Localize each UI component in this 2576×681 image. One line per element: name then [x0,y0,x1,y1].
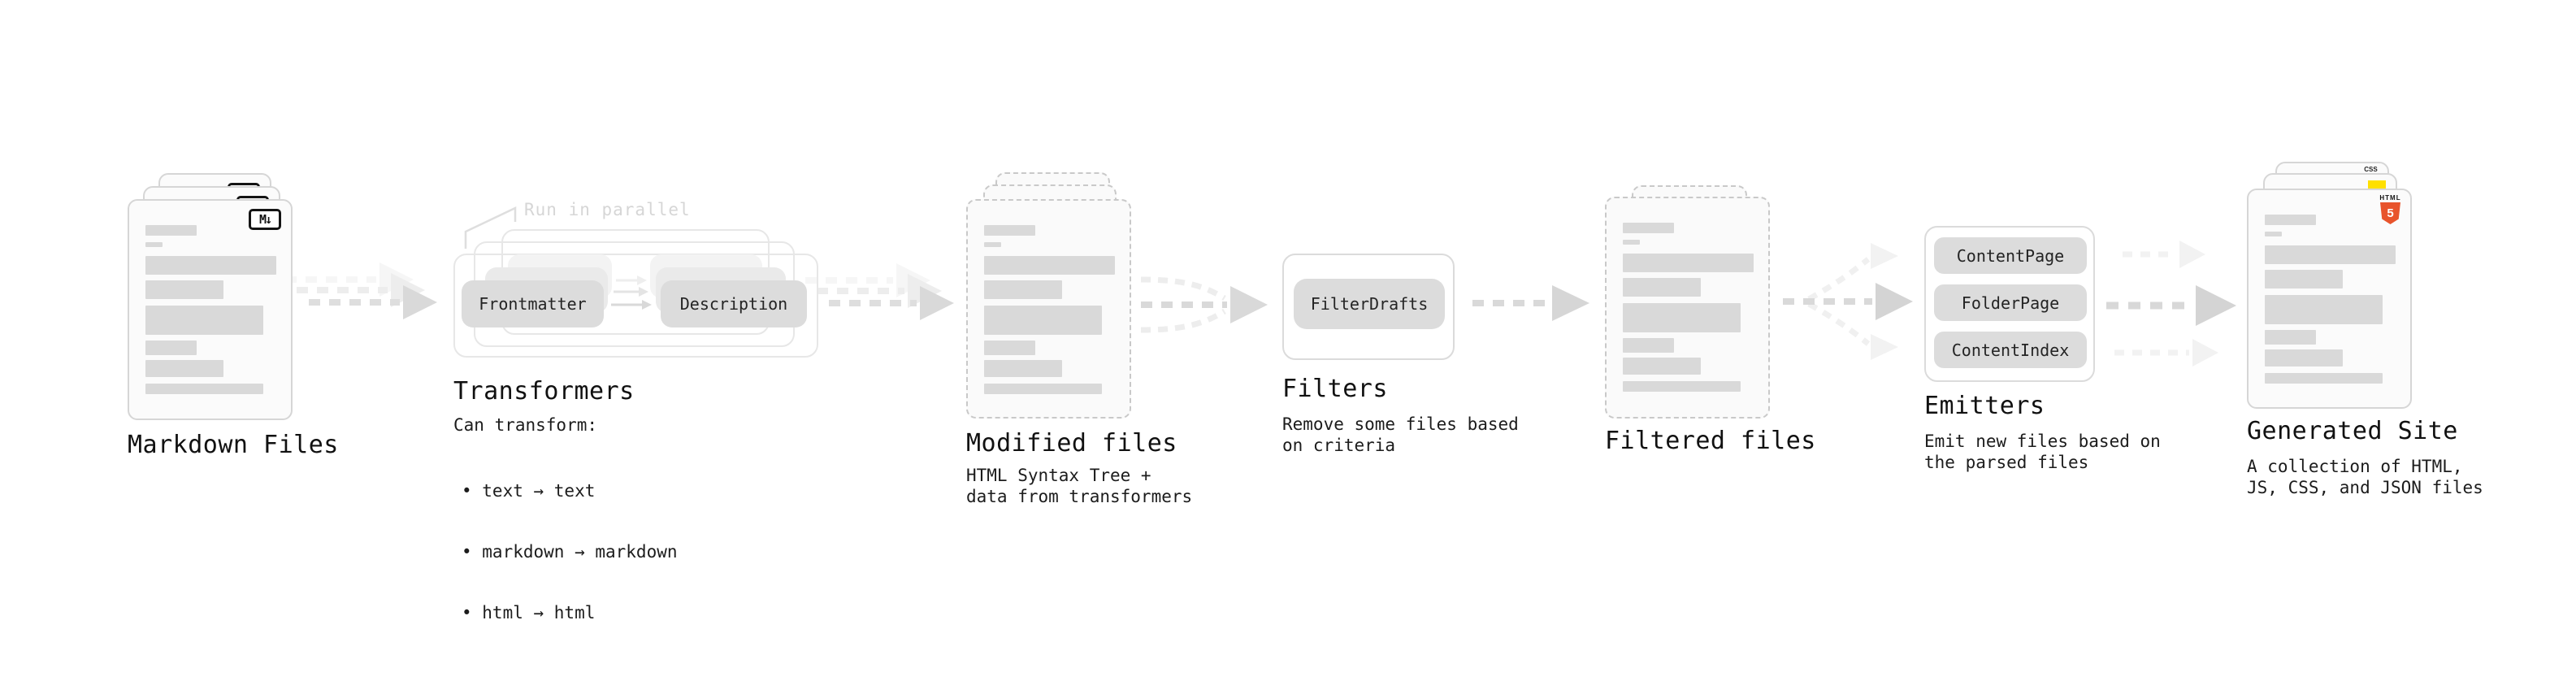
text-line-placeholder [1623,381,1741,392]
text-line-placeholder [145,280,223,299]
filtered-file-stack [1605,185,1770,419]
stage-title-filters: Filters [1282,375,1388,403]
text-line-placeholder [2265,295,2383,324]
text-line-placeholder [145,256,276,275]
modified-file-stack [966,172,1131,419]
modified-stage-label: Modified files HTML Syntax Tree + data f… [966,429,1192,507]
contentindex-pill: ContentIndex [1934,332,2087,368]
text-line-placeholder [984,306,1102,335]
stage-title-filtered: Filtered files [1605,427,1816,455]
transformers-desc-heading: Can transform: [453,415,598,435]
text-line-placeholder [1623,338,1674,353]
text-line-placeholder [1623,278,1701,297]
arrow-filters-to-filtered [1472,285,1589,321]
generated-site-stack: CSS HTML 5 [2247,162,2412,409]
generated-html-card: HTML 5 [2247,189,2412,409]
transformer-container-front [453,254,818,358]
text-line-placeholder [984,256,1115,275]
text-line-placeholder [2265,232,2282,236]
generated-stage-label: Generated Site A collection of HTML, JS,… [2247,417,2483,498]
stage-title-emitters: Emitters [1924,392,2045,420]
filters-desc: Remove some files based on criteria [1282,414,1519,455]
arrow-modified-to-filters [1140,276,1268,333]
stage-title-modified: Modified files [966,429,1177,458]
text-line-placeholder [1623,254,1754,272]
frontmatter-pill: Frontmatter [462,280,604,327]
text-line-placeholder [2265,349,2343,367]
text-line-placeholder [2265,270,2343,288]
markdown-stage-label: Markdown Files [128,431,339,460]
stage-title-transformers: Transformers [453,377,635,406]
text-line-placeholder [145,340,197,355]
markdown-icon: M↓ [249,209,281,230]
transformers-bullet: • markdown → markdown [462,542,678,562]
js-icon [2368,180,2386,189]
text-line-placeholder [145,306,263,335]
text-line-placeholder [1623,240,1640,245]
text-line-placeholder [2265,330,2316,345]
arrow-filtered-to-emitters [1783,243,1913,360]
arrow-markdown-to-transformers [285,262,437,319]
contentpage-pill: ContentPage [1934,237,2087,274]
description-pill: Description [661,280,807,327]
emitters-desc: Emit new files based on the parsed files [1924,432,2161,472]
text-line-placeholder [2265,215,2316,225]
run-in-parallel-note: Run in parallel [524,200,691,219]
modified-desc: HTML Syntax Tree + data from transformer… [966,466,1193,506]
markdown-file-stack: M↓ M↓ M↓ [128,173,293,420]
stage-title-markdown: Markdown Files [128,431,339,459]
text-line-placeholder [1623,358,1701,375]
transformers-bullet: • html → html [462,603,596,622]
emitters-stage-label: Emitters Emit new files based on the par… [1924,392,2161,473]
modified-file-card-front [966,199,1131,419]
markdown-file-card-front: M↓ [128,199,293,420]
filterdrafts-pill: FilterDrafts [1294,279,1445,329]
generated-desc: A collection of HTML, JS, CSS, and JSON … [2247,457,2483,497]
filtered-file-card-front [1605,197,1770,419]
text-line-placeholder [145,360,223,377]
text-line-placeholder [984,340,1035,355]
text-line-placeholder [1623,303,1741,332]
text-line-placeholder [2265,373,2383,384]
text-line-placeholder [145,242,163,247]
transformers-bullet: • text → text [462,481,596,501]
text-line-placeholder [984,280,1062,299]
text-line-placeholder [1623,223,1674,233]
arrow-emitters-to-generated [2106,241,2236,367]
html5-icon: HTML 5 [2379,194,2401,224]
filtered-stage-label: Filtered files [1605,427,1816,456]
text-line-placeholder [984,384,1102,394]
stage-title-generated: Generated Site [2247,417,2458,445]
folderpage-pill: FolderPage [1934,284,2087,321]
text-line-placeholder [984,242,1001,247]
text-line-placeholder [2265,245,2396,264]
transformers-stage-label: Transformers Can transform: • text → tex… [453,377,678,664]
text-line-placeholder [984,225,1035,236]
text-line-placeholder [145,225,197,236]
text-line-placeholder [145,384,263,394]
text-line-placeholder [984,360,1062,377]
filters-stage-label: Filters Remove some files based on crite… [1282,375,1519,456]
arrow-transformers-to-modified [805,263,954,320]
